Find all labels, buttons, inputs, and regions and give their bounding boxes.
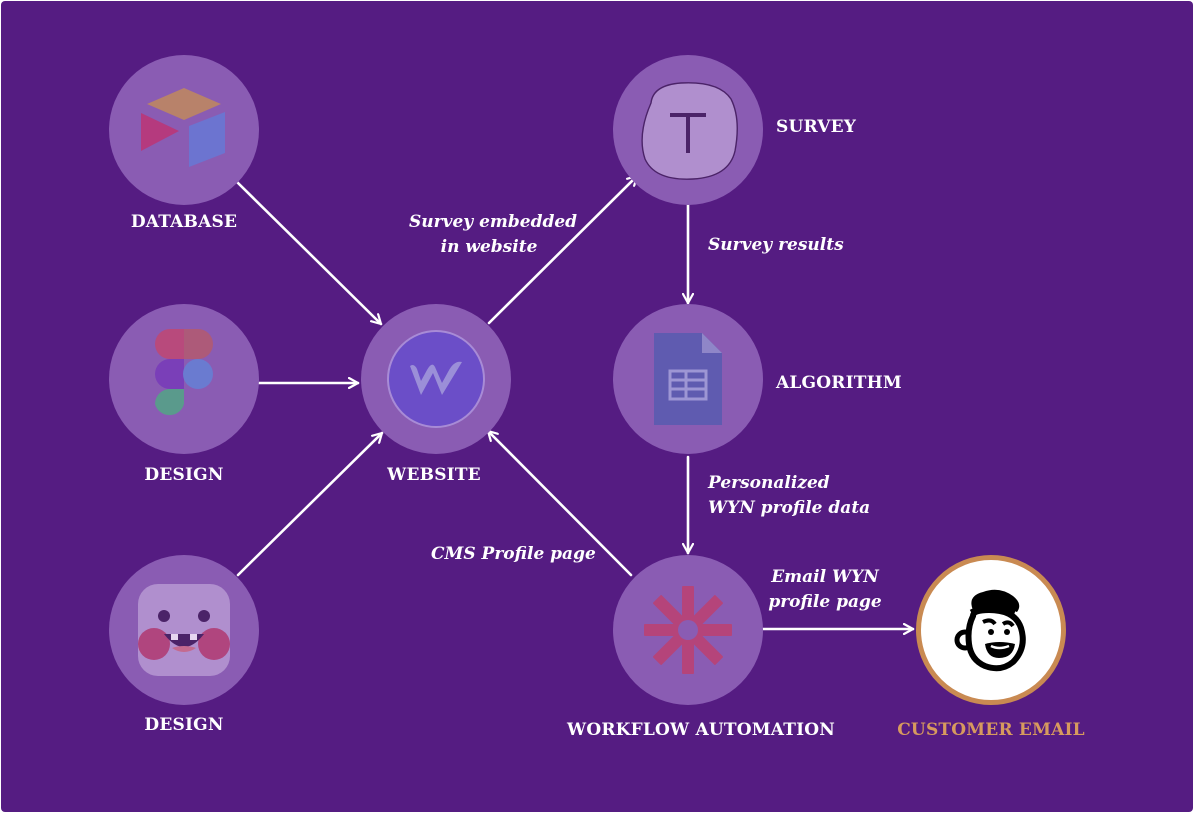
design-label-1: DESIGN [144, 465, 224, 485]
design-node-2 [109, 555, 259, 705]
survey-label: SURVEY [776, 117, 857, 137]
google-sheets-icon [654, 333, 722, 425]
arrow-website-to-survey [487, 174, 639, 325]
workflow-node [613, 555, 763, 705]
customer-email-node [916, 555, 1066, 705]
arrow-database-to-website [235, 180, 383, 326]
edge-label-email-wyn-line2: profile page [768, 592, 882, 612]
website-node [361, 304, 511, 454]
database-label: DATABASE [130, 212, 238, 232]
survey-node [613, 55, 763, 205]
arrow-design2-to-website [236, 431, 384, 577]
edge-label-survey-embedded-line2: in website [440, 237, 538, 257]
design-label-2: DESIGN [144, 715, 224, 735]
database-node [109, 55, 259, 205]
edge-label-email-wyn: Email WYN profile page [766, 565, 884, 615]
algorithm-label: ALGORITHM [776, 373, 902, 393]
webflow-icon [387, 330, 485, 428]
mailchimp-icon [954, 589, 1026, 672]
figma-icon [155, 329, 213, 416]
customer-email-label: CUSTOMER EMAIL [897, 720, 1085, 740]
arrow-workflow-to-website [486, 429, 633, 577]
algorithm-node [613, 304, 763, 454]
workflow-label: WORKFLOW AUTOMATION [567, 720, 835, 740]
edge-label-survey-embedded-line1: Survey embedded [409, 212, 578, 232]
edge-label-personalized-line1: Personalized [708, 473, 830, 493]
zapier-icon [644, 586, 732, 674]
edge-label-personalized-line2: WYN profile data [708, 498, 871, 518]
typeform-icon [641, 82, 738, 180]
website-label: WEBSITE [387, 465, 481, 485]
monster-face-icon [138, 584, 230, 676]
edge-label-cms-profile: CMS Profile page [431, 544, 596, 564]
edge-label-survey-embedded: Survey embedded in website [409, 210, 578, 260]
design-node-1 [109, 304, 259, 454]
airtable-icon [141, 87, 225, 167]
edge-label-survey-results: Survey results [708, 235, 844, 255]
edge-label-email-wyn-line1: Email WYN [771, 567, 879, 587]
edge-label-personalized: Personalized WYN profile data [708, 471, 870, 521]
